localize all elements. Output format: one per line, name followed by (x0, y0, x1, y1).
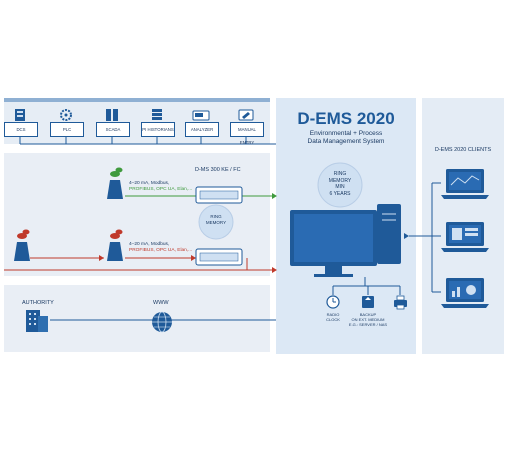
clients-title: D-EMS 2020 CLIENTS (434, 147, 492, 153)
radio-clock-line1: RADIO (326, 312, 340, 317)
power-plant-icon-left (14, 229, 30, 261)
analyzer-icon (192, 110, 210, 121)
ring-memory-small-icon (198, 204, 234, 240)
dms300-label: D-MS 300 KE / FC (195, 167, 241, 173)
source-dcs-label: DCS (4, 122, 38, 137)
plc-gear-icon (60, 109, 72, 121)
protocol-red-line2: PROFIBUS, OPC UA, Elan,... (129, 248, 193, 253)
client-laptop-icon-2 (441, 222, 489, 252)
sources-band-header (4, 98, 270, 102)
protocol-green-line1: 4–20 mA, Modbus, (129, 181, 170, 186)
source-manual: MANUAL ENTRY (230, 108, 264, 145)
source-dcs: DCS (4, 108, 38, 137)
ring-memory-big-icon (317, 162, 363, 208)
backup-line3: E.G.: SERVER / NAS (348, 322, 388, 327)
client-laptop-icon-1 (441, 169, 489, 199)
ring-big-line4: 6 YEARS (329, 190, 351, 197)
source-scada: SCADA (96, 108, 130, 137)
ring-small-line1: RING (210, 214, 222, 219)
source-scada-label: SCADA (96, 122, 130, 137)
source-manual-label: MANUAL ENTRY (230, 122, 264, 145)
source-historians: PI HISTORIANS (141, 108, 175, 137)
backup-label: BACKUP ON EXT. MEDIUM E.G.: SERVER / NAS (346, 312, 390, 327)
protocol-green-line2: PROFIBUS, OPC UA, Elan,... (129, 187, 193, 192)
protocol-green-text: 4–20 mA, Modbus, PROFIBUS, OPC UA, Elan,… (129, 181, 192, 193)
ring-big-line3: MIN (335, 184, 345, 190)
external-band (4, 285, 270, 352)
workstation-icon (290, 204, 401, 277)
dms-device-green (195, 186, 243, 204)
power-plant-icon-green (107, 167, 123, 199)
authority-building-icon (26, 310, 48, 332)
dms-device-red (195, 248, 243, 266)
backup-line1: BACKUP (359, 312, 377, 317)
client-laptop-icon-3 (441, 278, 489, 308)
protocol-red-text: 4–20 mA, Modbus, PROFIBUS, OPC UA, Elan,… (129, 242, 192, 254)
ring-big-line1: RING (333, 171, 347, 177)
main-subtitle: Environmental + Process Data Management … (276, 130, 416, 146)
authority-label: AUTHORITY (22, 300, 54, 306)
green-arrowhead (272, 193, 277, 199)
backup-drive-icon (362, 296, 374, 308)
radio-clock-icon (326, 295, 340, 309)
printer-icon (394, 295, 407, 310)
source-plc: PLC (50, 108, 84, 137)
source-analyzer-label: ANALYZER (185, 122, 219, 137)
source-plc-label: PLC (50, 122, 84, 137)
ring-big-label: RING MEMORY MIN 6 YEARS (318, 171, 362, 197)
ring-small-label: RING MEMORY (199, 214, 233, 226)
protocol-red-line1: 4–20 mA, Modbus, (129, 242, 170, 247)
ring-small-line2: MEMORY (205, 220, 227, 225)
radio-clock-line2: CLOCK (326, 317, 340, 322)
power-plant-icon-red (107, 229, 123, 261)
historian-server-icon (152, 109, 162, 120)
red-arrowhead-2 (191, 255, 196, 261)
source-historians-label: PI HISTORIANS (141, 122, 175, 137)
manual-entry-icon (238, 109, 254, 121)
backup-line2: ON EXT. MEDIUM (351, 317, 385, 322)
www-label: WWW (153, 300, 169, 306)
sources-band (4, 98, 270, 144)
radio-clock-label: RADIO CLOCK (320, 312, 346, 322)
main-subtitle-line1: Environmental + Process (309, 130, 383, 137)
www-globe-icon (152, 311, 172, 333)
source-analyzer: ANALYZER (185, 108, 219, 137)
main-title: D-EMS 2020 (297, 109, 395, 128)
scada-server-icon (106, 109, 118, 121)
ring-big-line2: MEMORY (328, 177, 352, 184)
dcs-cabinet-icon (15, 109, 25, 121)
red-arrowhead-1 (99, 255, 104, 261)
red-arrowhead-3 (272, 267, 277, 273)
main-subtitle-line2: Data Management System (307, 138, 385, 145)
